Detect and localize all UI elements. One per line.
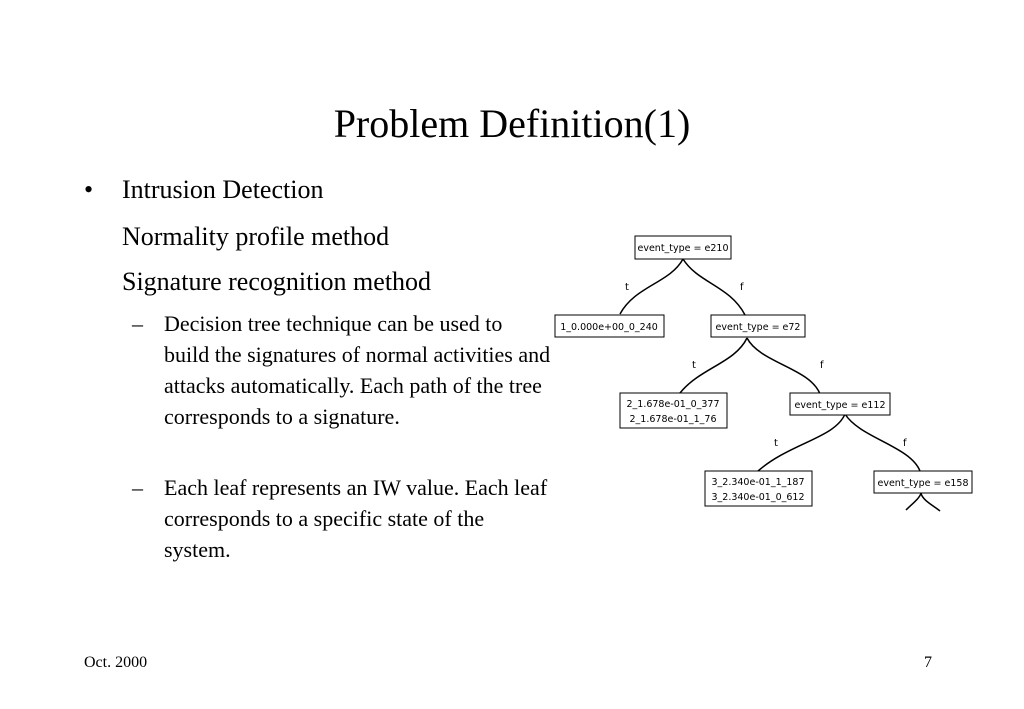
tree-leaf (554, 314, 665, 338)
edge-n4-left (905, 492, 922, 511)
edge-n3-left (757, 413, 846, 472)
bullet-normality-profile: Normality profile method (122, 222, 390, 251)
tree-node (873, 470, 973, 494)
edge-n3-right (844, 413, 921, 472)
edge-label-true: t (774, 438, 778, 449)
tree-leaf-label: 1_0.000e+00_0_240 (560, 322, 658, 333)
edge-root-left (619, 258, 684, 315)
footer-page-number: 7 (924, 654, 932, 671)
bullet-signature-recognition: Signature recognition method (122, 267, 432, 296)
edge-n2-left (679, 337, 748, 394)
edge-label-true: t (692, 360, 696, 371)
tree-node (710, 314, 806, 338)
tree-leaf-label: 3_2.340e-01_0_612 (711, 492, 804, 503)
edge-n2-right (746, 337, 821, 395)
sub-bullet-dash: – (132, 311, 143, 336)
slide-title: Problem Definition(1) (333, 101, 691, 146)
tree-leaf (619, 392, 728, 429)
edge-root-right (682, 258, 746, 316)
edge-label-true: t (625, 282, 629, 293)
tree-node-label: event_type = e210 (637, 243, 728, 254)
bullet-text: Intrusion Detection (122, 175, 324, 204)
sub-bullet-leaf: – Each leaf represents an IW value. Each… (132, 472, 552, 565)
edge-label-false: f (740, 282, 744, 293)
edge-label-false: f (820, 360, 824, 371)
sub-bullet-text: Decision tree technique can be used to b… (164, 311, 551, 429)
tree-leaf-label: 2_1.678e-01_1_76 (630, 414, 717, 425)
footer-date: Oct. 2000 (84, 654, 148, 671)
tree-leaf-label: 2_1.678e-01_0_377 (626, 399, 719, 410)
tree-node-root (634, 235, 732, 260)
tree-node-label: event_type = e158 (877, 478, 968, 489)
bullet-intrusion-detection: • Intrusion Detection (84, 175, 323, 205)
sub-bullet-decision-tree: – Decision tree technique can be used to… (132, 308, 552, 432)
decision-tree-diagram: t f t f t f event_type = e210 1_0.000e+0… (554, 235, 973, 512)
tree-node-label: event_type = e72 (716, 322, 801, 333)
edge-label-false: f (903, 438, 907, 449)
tree-leaf (704, 470, 813, 507)
sub-bullet-dash: – (132, 475, 143, 500)
sub-bullet-text: Each leaf represents an IW value. Each l… (164, 475, 548, 562)
bullet-dot: • (84, 175, 94, 204)
edge-n4-right (920, 492, 941, 512)
tree-leaf-label: 3_2.340e-01_1_187 (711, 477, 804, 488)
tree-node-label: event_type = e112 (794, 400, 885, 411)
tree-node (789, 392, 891, 416)
